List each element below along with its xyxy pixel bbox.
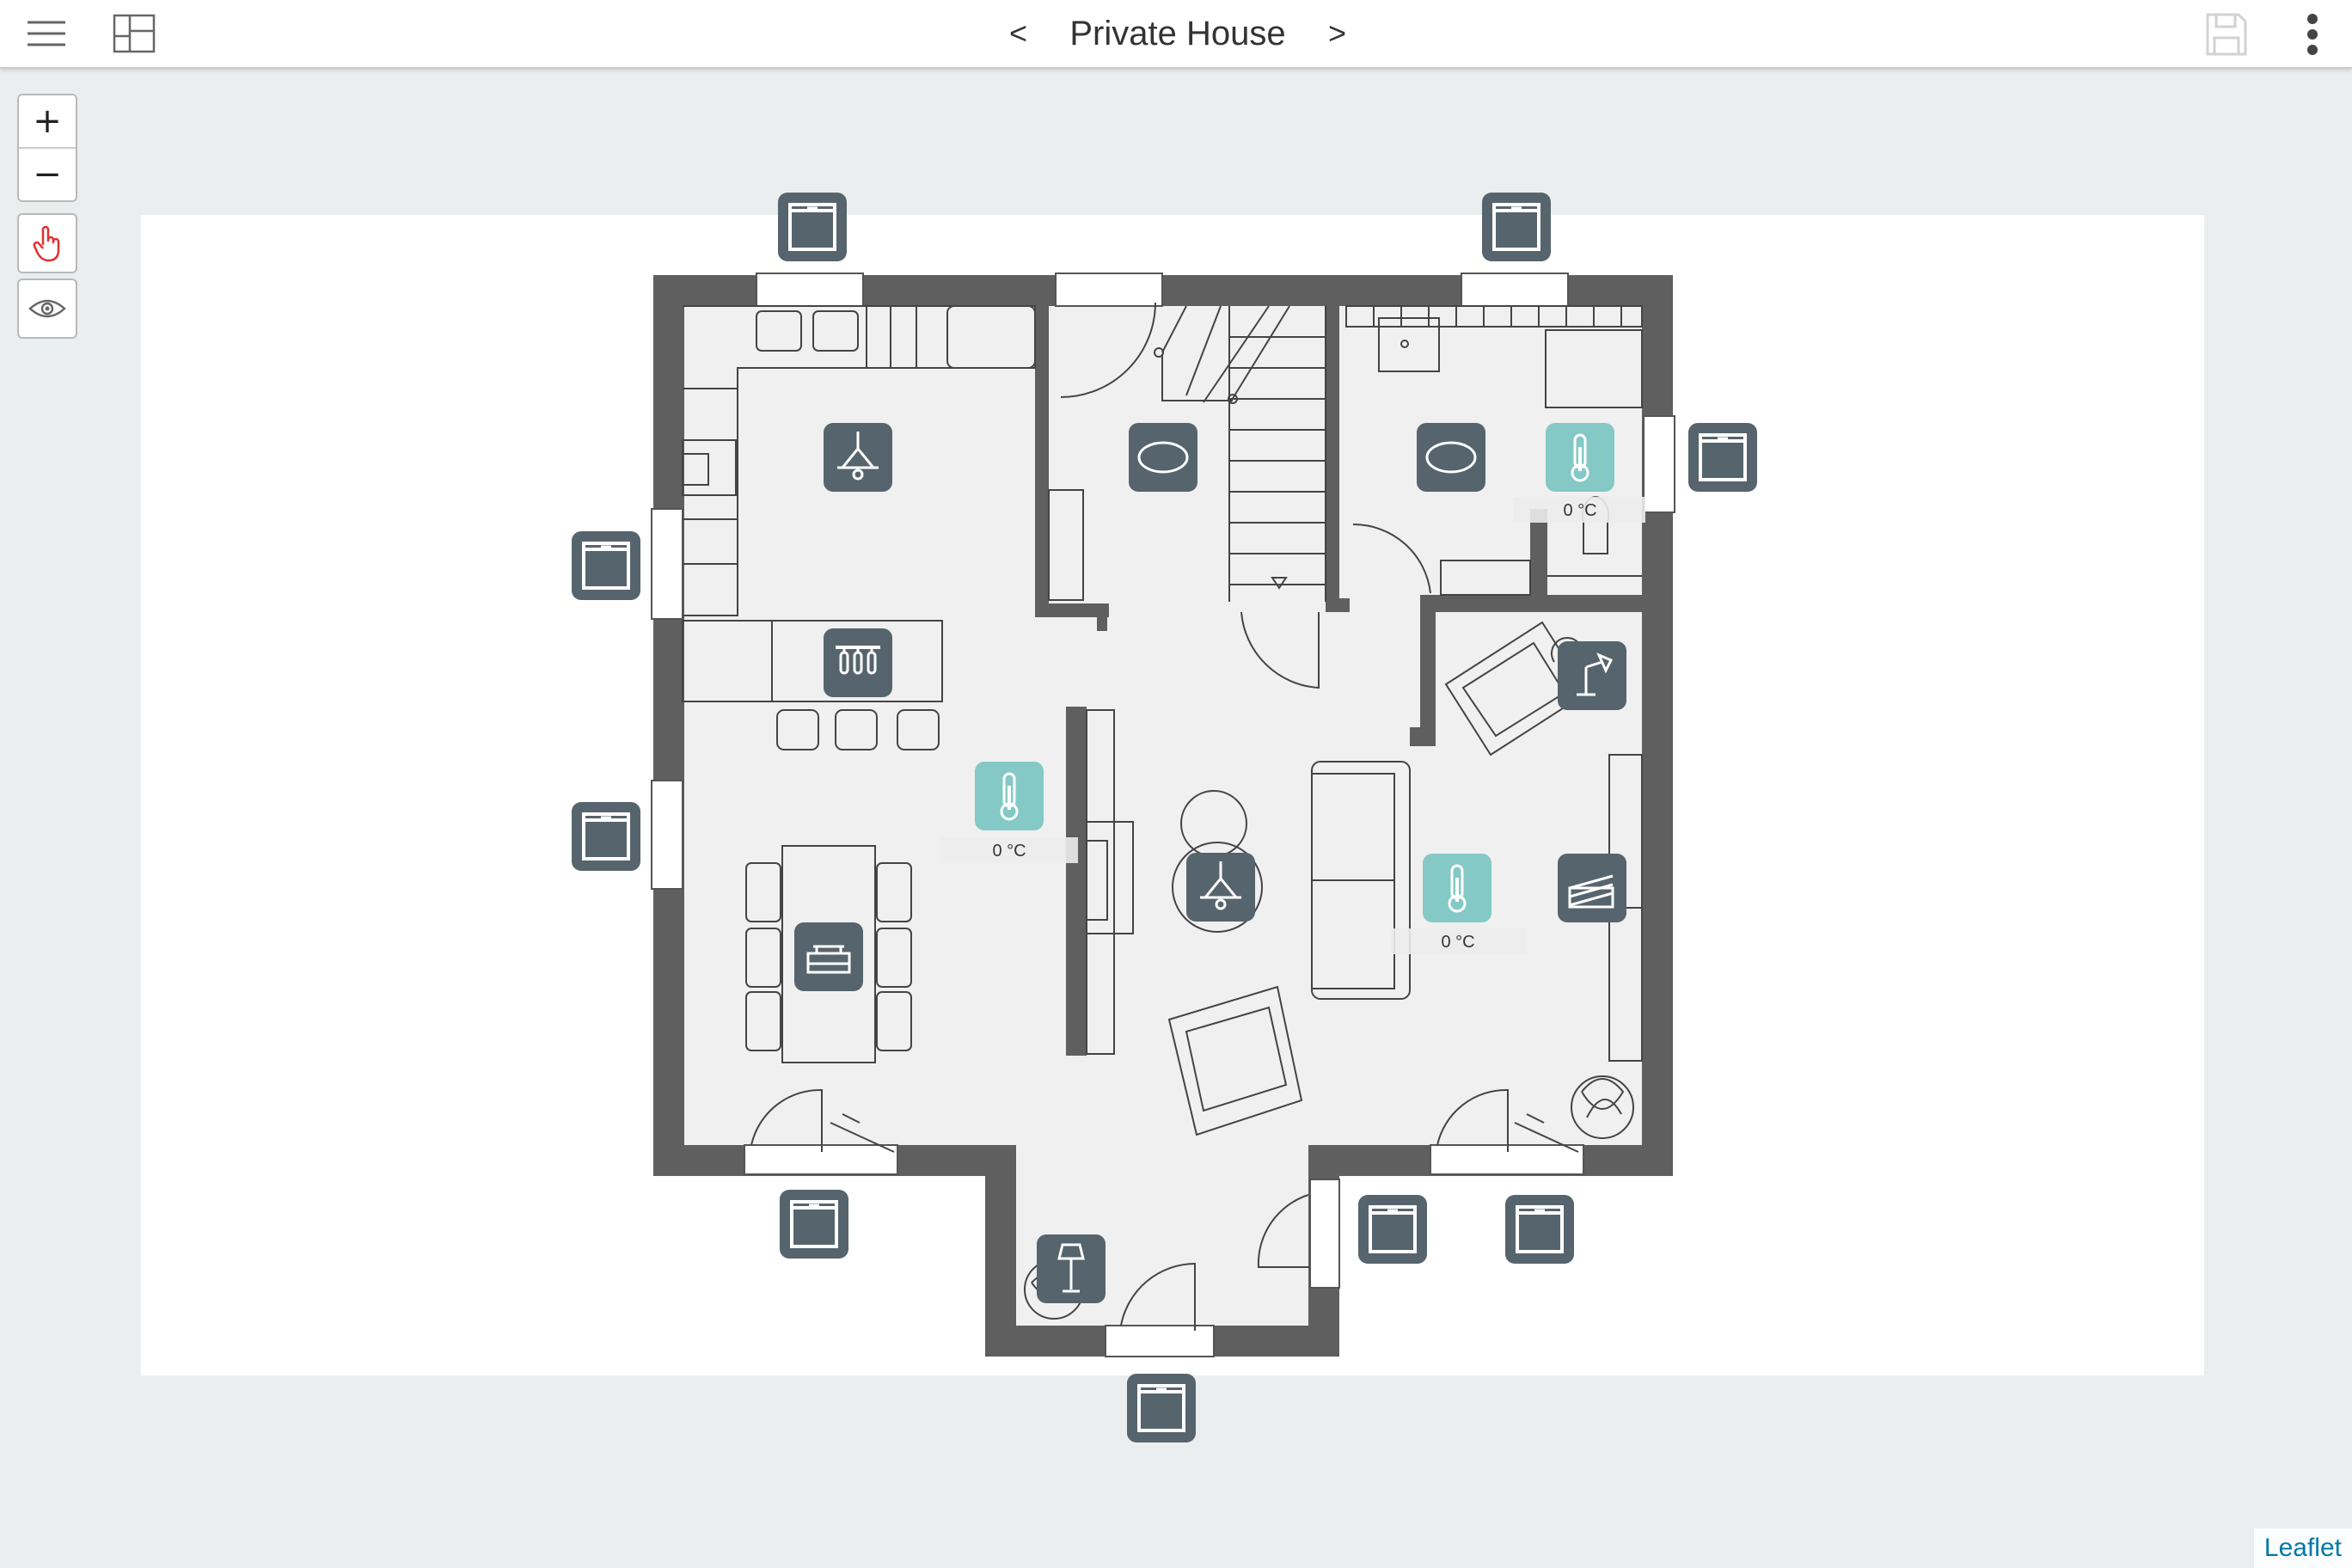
window-openings bbox=[651, 273, 1675, 1357]
desk-lamp-icon[interactable] bbox=[1558, 641, 1626, 710]
menu-button[interactable] bbox=[21, 12, 72, 55]
more-vertical-icon bbox=[2307, 14, 2318, 55]
window-sensor-icon[interactable] bbox=[1688, 423, 1757, 492]
pendant-lamp-icon[interactable] bbox=[1186, 853, 1255, 922]
view-mode-button[interactable] bbox=[17, 279, 77, 339]
window-sensor-icon[interactable] bbox=[1127, 1374, 1196, 1442]
thermometer-icon bbox=[1423, 854, 1491, 922]
page-title: Private House bbox=[1069, 14, 1286, 52]
inner-walls bbox=[1035, 306, 1642, 1056]
hand-pointer-icon bbox=[33, 225, 60, 262]
thermostat-bath-value: 0 °C bbox=[1563, 501, 1596, 520]
ceiling-light-icon[interactable] bbox=[1417, 423, 1485, 492]
save-icon bbox=[2206, 13, 2247, 56]
app-header: < Private House > bbox=[0, 0, 2352, 69]
thermostat-living[interactable]: 0 °C bbox=[940, 762, 1078, 863]
window-sensor-icon[interactable] bbox=[780, 1190, 848, 1259]
thermostat-sitting-value: 0 °C bbox=[1441, 933, 1474, 952]
eye-icon bbox=[28, 299, 66, 318]
floorplan-layout-icon bbox=[113, 14, 156, 53]
thermostat-bath[interactable]: 0 °C bbox=[1513, 423, 1645, 523]
save-button[interactable] bbox=[2201, 10, 2252, 58]
window-sensor-icon[interactable] bbox=[1482, 193, 1551, 261]
tv-light-icon[interactable] bbox=[794, 922, 863, 991]
thermostat-living-value: 0 °C bbox=[992, 842, 1026, 861]
thermometer-icon bbox=[1546, 423, 1614, 492]
ceiling-light-icon[interactable] bbox=[1129, 423, 1197, 492]
more-button[interactable] bbox=[2294, 10, 2331, 58]
floor-lamp-icon[interactable] bbox=[1037, 1234, 1106, 1303]
zoom-in-button[interactable]: + bbox=[19, 95, 76, 149]
chandelier-icon[interactable] bbox=[824, 628, 892, 697]
thermostat-devices: 0 °C 0 °C 0 °C bbox=[940, 423, 1645, 954]
window-sensor-icon[interactable] bbox=[1505, 1195, 1574, 1264]
window-sensor-icon[interactable] bbox=[572, 531, 640, 600]
window-sensor-icon[interactable] bbox=[1358, 1195, 1427, 1264]
thermometer-icon bbox=[975, 762, 1044, 830]
previous-page-button[interactable]: < bbox=[1009, 15, 1028, 51]
window-sensor-icon[interactable] bbox=[572, 802, 640, 871]
layout-button[interactable] bbox=[108, 12, 160, 55]
leaflet-attribution-link[interactable]: Leaflet bbox=[2253, 1528, 2352, 1568]
blinds-icon[interactable] bbox=[1558, 854, 1626, 922]
window-sensor-icon[interactable] bbox=[778, 193, 847, 261]
hamburger-menu-icon bbox=[28, 21, 65, 46]
thermostat-sitting[interactable]: 0 °C bbox=[1391, 854, 1527, 954]
pendant-lamp-icon[interactable] bbox=[824, 423, 892, 492]
page-title-nav: < Private House > bbox=[997, 0, 1358, 67]
zoom-out-button[interactable]: − bbox=[33, 155, 62, 194]
zoom-control: + − bbox=[17, 94, 77, 202]
next-page-button[interactable]: > bbox=[1327, 15, 1346, 51]
pan-tool-button[interactable] bbox=[17, 213, 77, 273]
